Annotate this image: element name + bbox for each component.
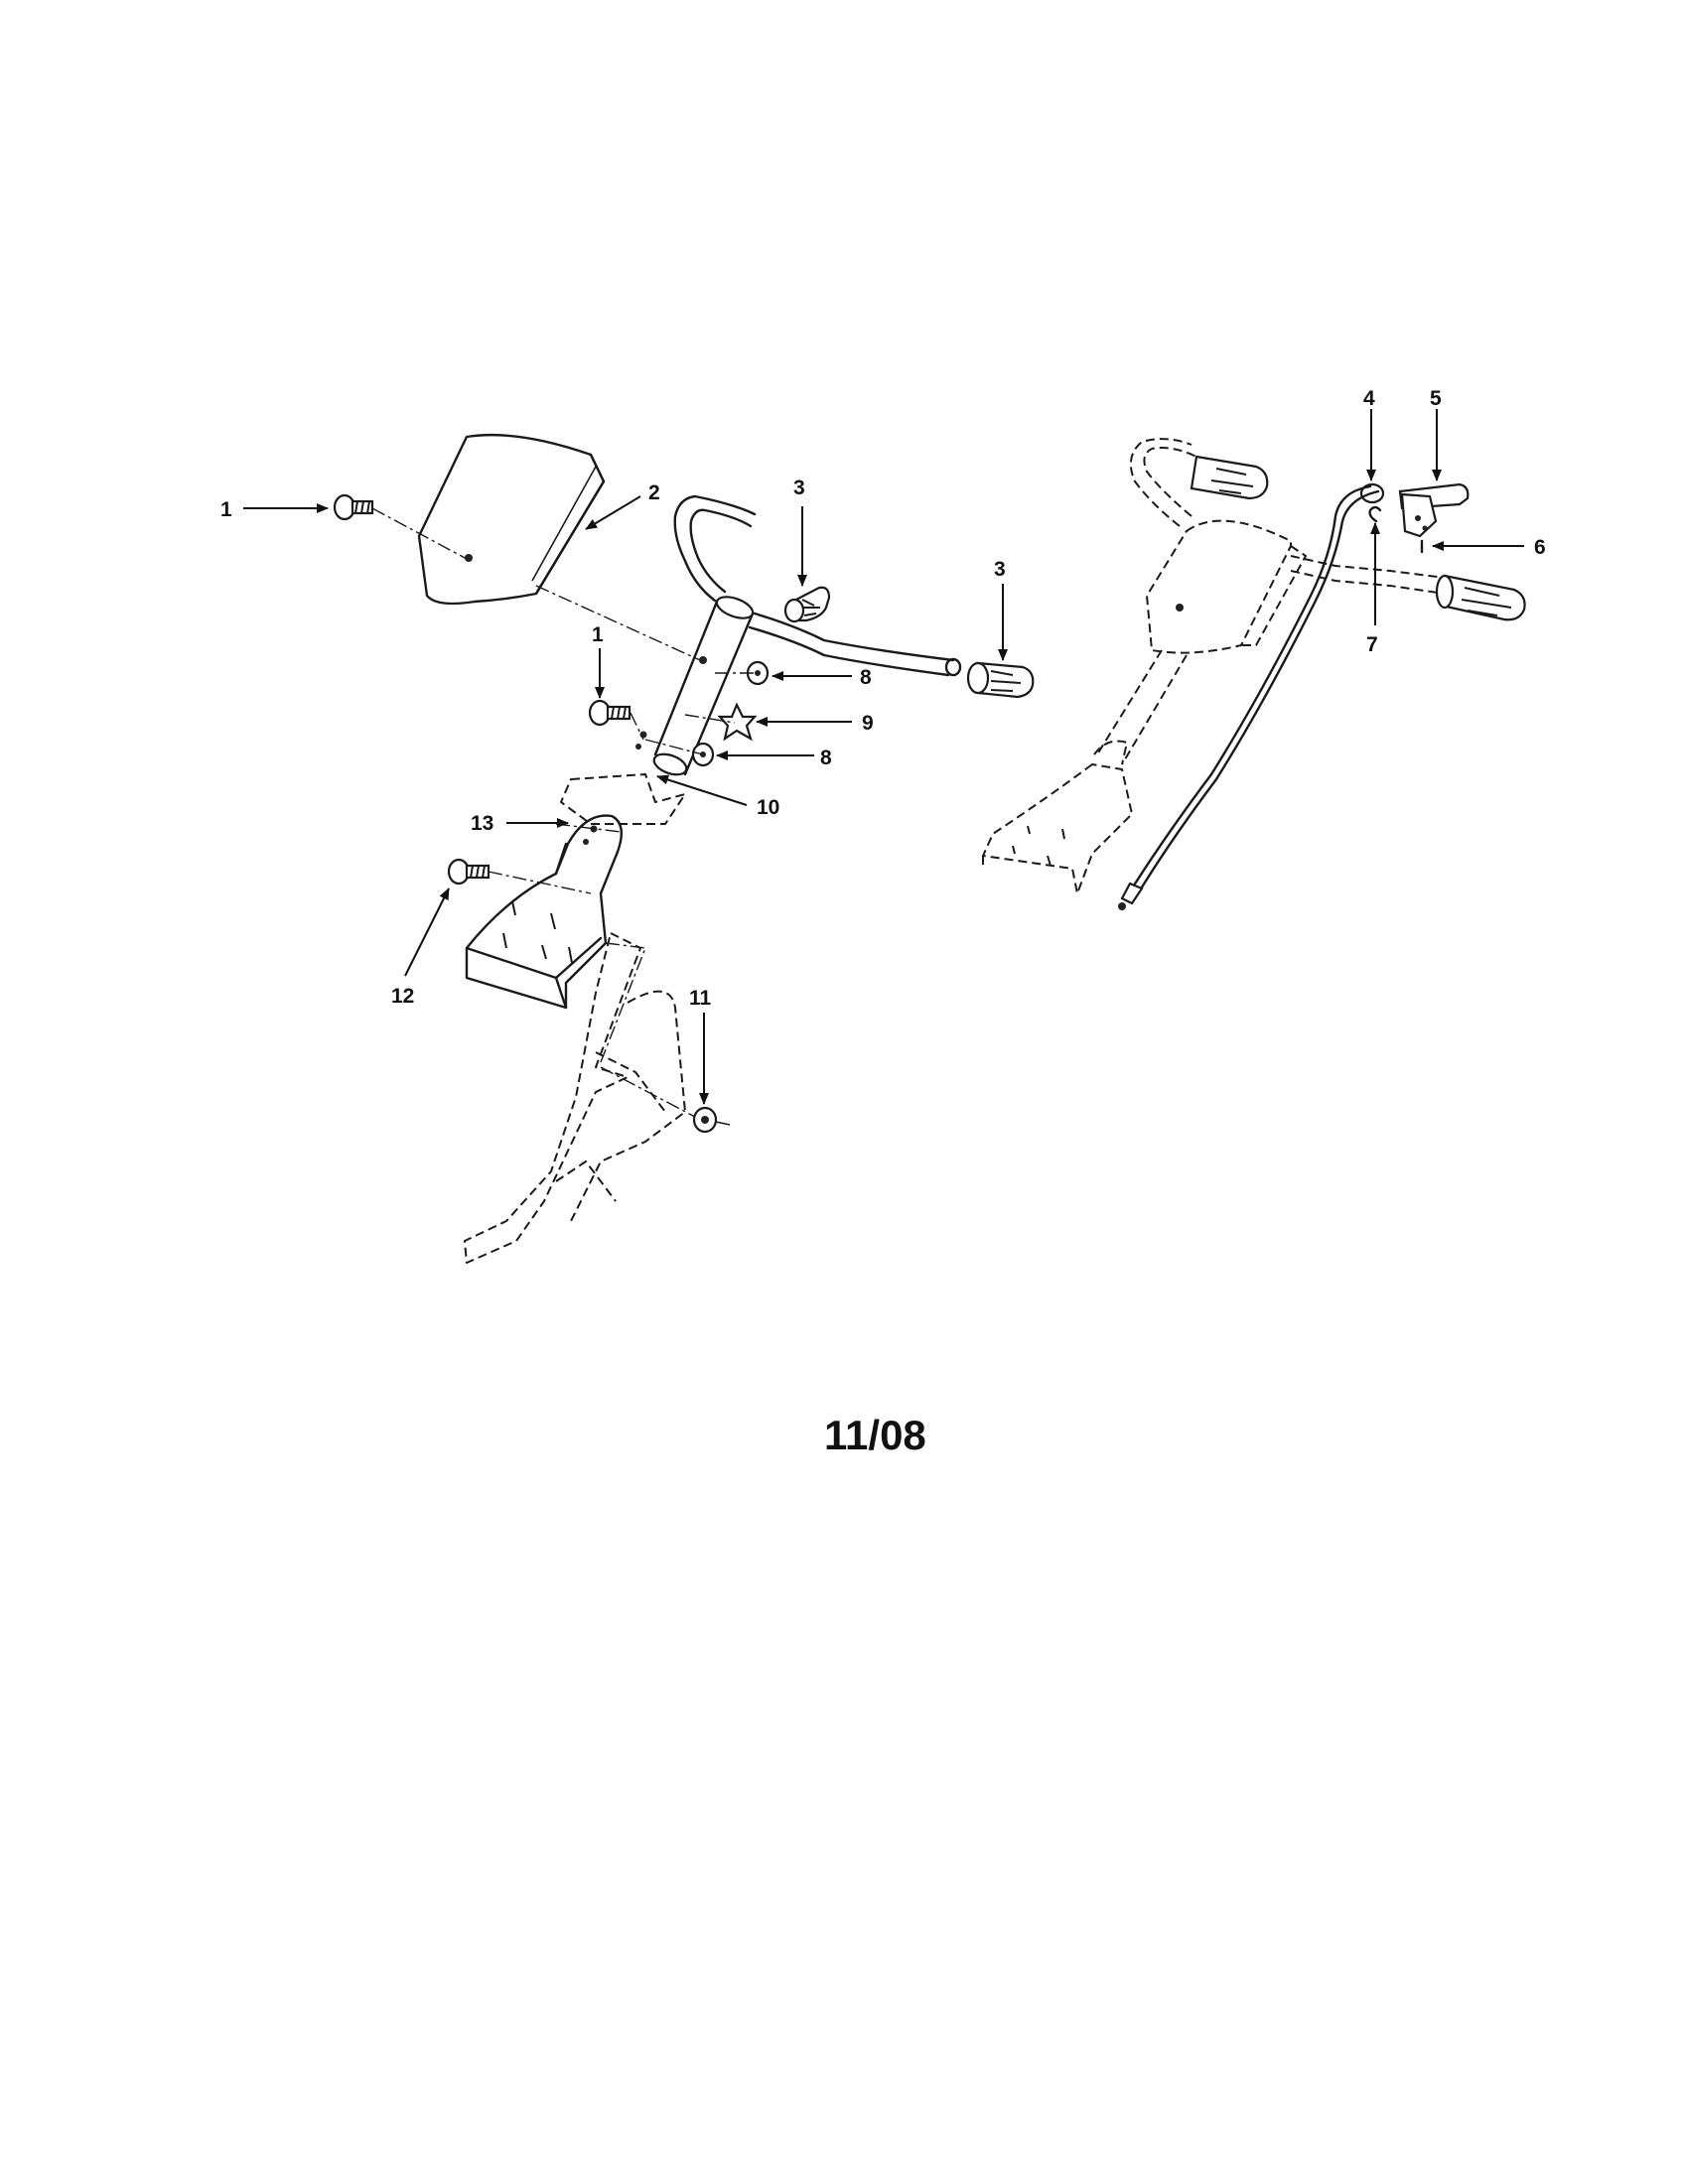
assembled-panel bbox=[1146, 519, 1307, 654]
assembled-tube-bracket bbox=[982, 649, 1188, 894]
assembly-line-frame bbox=[600, 942, 696, 1118]
callout-9: 9 bbox=[862, 712, 874, 735]
control-panel-part bbox=[417, 433, 606, 606]
callout-12: 12 bbox=[391, 985, 414, 1008]
leader-12 bbox=[404, 887, 450, 977]
callout-3b: 3 bbox=[994, 558, 1006, 581]
handlebar-part bbox=[635, 494, 962, 776]
callout-7: 7 bbox=[1366, 633, 1378, 656]
callout-4: 4 bbox=[1363, 387, 1375, 410]
assembled-handlebar bbox=[1129, 438, 1526, 621]
callout-6: 6 bbox=[1534, 536, 1546, 559]
date-code-label: 11/08 bbox=[824, 1412, 926, 1458]
callout-1b: 1 bbox=[592, 623, 604, 646]
cable-end-fitting bbox=[1120, 882, 1144, 905]
callout-2: 2 bbox=[648, 481, 660, 504]
assembly-line-tube bbox=[630, 672, 755, 755]
throttle-cable-inner bbox=[1138, 489, 1380, 892]
cable-end-tip bbox=[1118, 902, 1126, 910]
callout-8b: 8 bbox=[820, 747, 832, 769]
assembly-line-panel bbox=[371, 507, 701, 661]
grip-upper-part bbox=[783, 586, 831, 623]
callout-11: 11 bbox=[689, 987, 712, 1010]
bolt-middle-part bbox=[588, 699, 632, 727]
callout-8a: 8 bbox=[860, 666, 872, 689]
callout-1a: 1 bbox=[220, 498, 232, 521]
callout-5: 5 bbox=[1430, 387, 1442, 410]
callout-10: 10 bbox=[757, 796, 779, 819]
bolt-lower-part bbox=[447, 858, 491, 886]
leader-2 bbox=[585, 495, 641, 530]
callout-13: 13 bbox=[471, 812, 493, 835]
grip-lower-part bbox=[966, 661, 1035, 699]
bolt-upper-part bbox=[333, 493, 374, 521]
assembly-line-bracket bbox=[488, 823, 622, 894]
left-exploded-assembly: 1 2 3 3 1 8 9 8 10 13 12 11 bbox=[220, 433, 1035, 1264]
nut-frame-part bbox=[692, 1106, 731, 1134]
mounting-bracket-part bbox=[465, 814, 624, 1010]
throttle-control bbox=[1359, 482, 1470, 554]
star-washer-part bbox=[717, 702, 758, 742]
leader-10 bbox=[656, 774, 748, 806]
throttle-cable bbox=[1130, 484, 1372, 890]
right-assembled-view: 4 5 6 7 bbox=[982, 387, 1546, 910]
tiller-frame-outline bbox=[464, 932, 686, 1264]
spacer-outline bbox=[560, 773, 686, 825]
callout-3a: 3 bbox=[793, 477, 805, 499]
